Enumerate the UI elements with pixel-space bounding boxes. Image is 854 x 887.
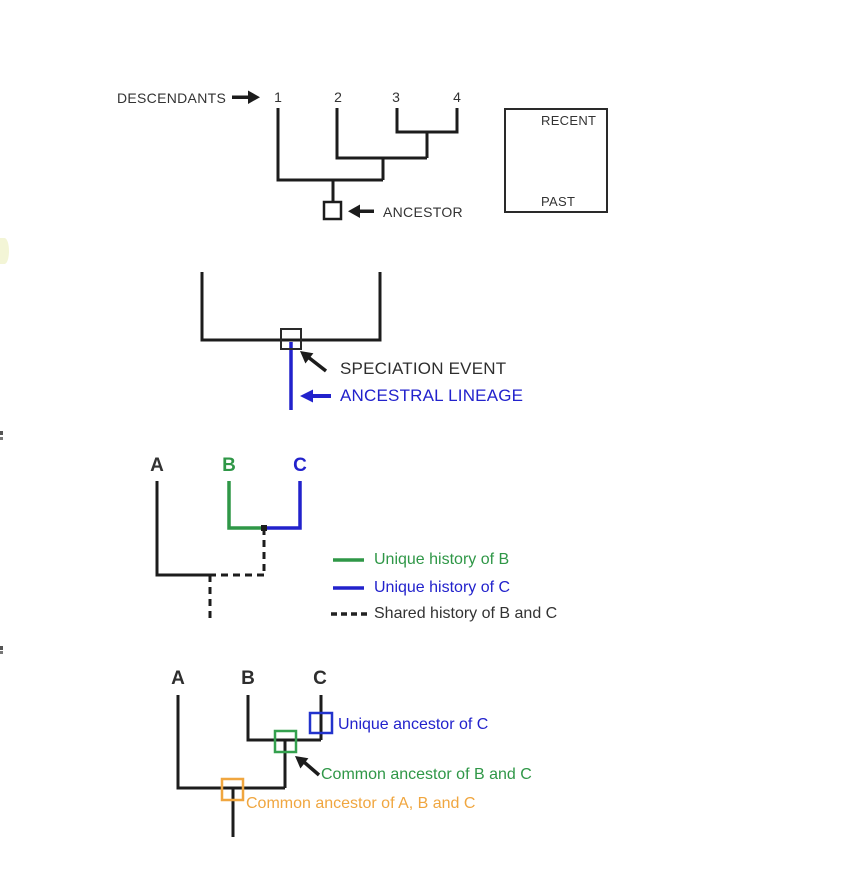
tip-label-1: 1 [274, 89, 282, 105]
tip-label-3: 3 [392, 89, 400, 105]
histories-tree [155, 481, 302, 622]
ancestor-label: ANCESTOR [383, 204, 463, 220]
edge-artifact-blob [0, 238, 9, 264]
speciation-square [280, 328, 302, 350]
legend-item-shared-bc: Shared history of B and C [374, 605, 558, 622]
branch-a-solid [155, 481, 209, 577]
recent-label: RECENT [541, 113, 597, 128]
edge-artifact-mark-1 [0, 431, 3, 435]
taxon-b2-label: B [241, 668, 255, 689]
clade-3-4 [395, 108, 459, 134]
blue-left-arrow-icon [300, 389, 331, 403]
taxon-b-label: B [222, 455, 236, 476]
edge-artifact-mark-2 [0, 437, 3, 440]
time-direction-box [504, 108, 608, 213]
speciation-event-label: SPECIATION EVENT [340, 359, 507, 378]
cladogram-four-taxa [276, 108, 459, 203]
branch-2 [335, 108, 427, 160]
descendants-label: DESCENDANTS [117, 90, 227, 106]
legend-item-unique-b: Unique history of B [374, 551, 510, 568]
taxon-c2-label: C [313, 668, 327, 689]
branch-b-green [227, 481, 264, 530]
ancestor-square [322, 200, 343, 221]
common-ancestor-bc-label: Common ancestor of B and C [321, 766, 532, 783]
common-ancestor-abc-square [220, 777, 245, 802]
speciation-fork [200, 272, 382, 342]
up-left-arrow-icon-2 [295, 756, 321, 777]
legend-item-unique-c: Unique history of C [374, 579, 511, 596]
branch-c-blue [264, 481, 302, 530]
branch-a2-root [176, 695, 285, 790]
ancestral-lineage-label: ANCESTRAL LINEAGE [340, 386, 524, 405]
unique-ancestor-c-label: Unique ancestor of C [338, 716, 489, 733]
shared-history-dashed [208, 528, 266, 622]
tip-label-4: 4 [453, 89, 461, 105]
edge-artifact-mark-4 [0, 651, 3, 654]
taxon-a-label: A [150, 455, 164, 476]
edge-artifact-mark-3 [0, 646, 3, 650]
taxon-c-label: C [293, 455, 307, 476]
past-label: PAST [541, 194, 576, 209]
legend-swatches [331, 558, 368, 616]
left-arrow-icon [348, 204, 374, 218]
bc-junction-dot [261, 525, 267, 531]
taxon-a2-label: A [171, 668, 185, 689]
right-arrow-icon [232, 90, 260, 104]
branch-1-root [276, 108, 383, 182]
tip-label-2: 2 [334, 89, 342, 105]
common-ancestor-abc-label: Common ancestor of A, B and C [246, 795, 476, 812]
unique-ancestor-c-square [308, 711, 334, 735]
common-ancestor-bc-square [273, 729, 298, 754]
up-left-arrow-icon [300, 351, 328, 373]
